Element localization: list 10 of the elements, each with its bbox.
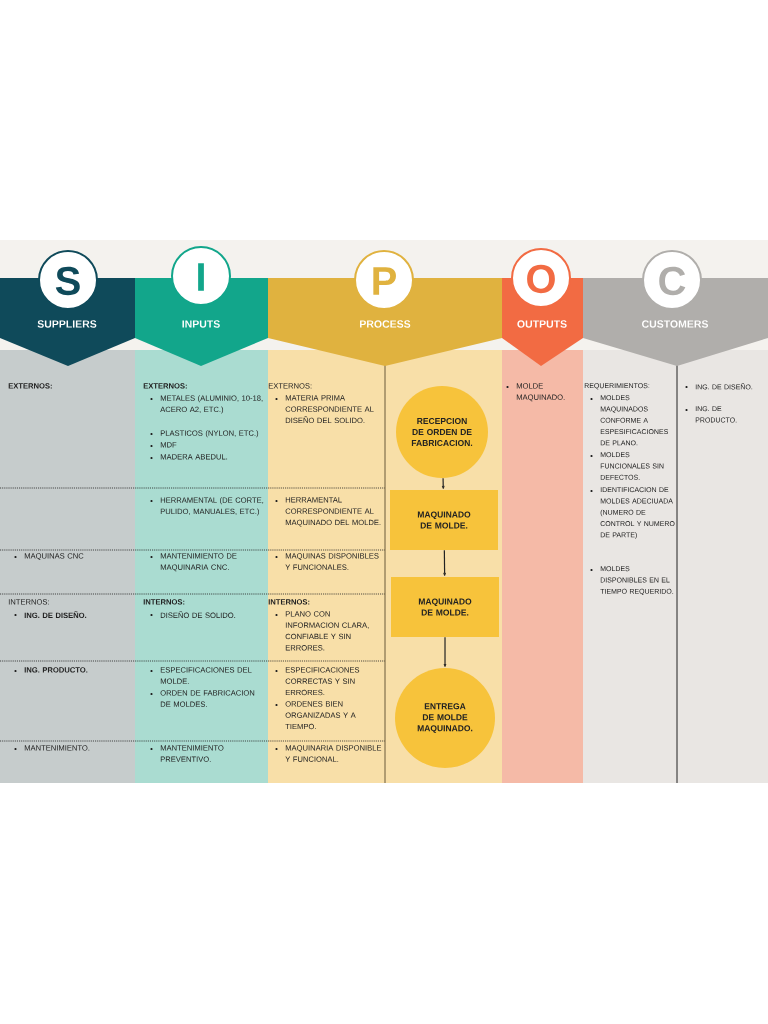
column-header: S SUPPLIERS bbox=[0, 250, 135, 366]
process-box: MAQUINADO DE MOLDE. bbox=[390, 490, 498, 550]
arrow bbox=[443, 549, 446, 577]
arrow bbox=[443, 636, 447, 668]
column-header: C CUSTOMERS bbox=[583, 250, 768, 366]
process-box: MAQUINADO DE MOLDE. bbox=[391, 577, 499, 637]
column-header: I INPUTS bbox=[135, 246, 268, 366]
column-header: P PROCESS bbox=[268, 250, 502, 366]
arrow bbox=[441, 477, 445, 490]
column-header: O OUTPUTS bbox=[502, 248, 583, 366]
